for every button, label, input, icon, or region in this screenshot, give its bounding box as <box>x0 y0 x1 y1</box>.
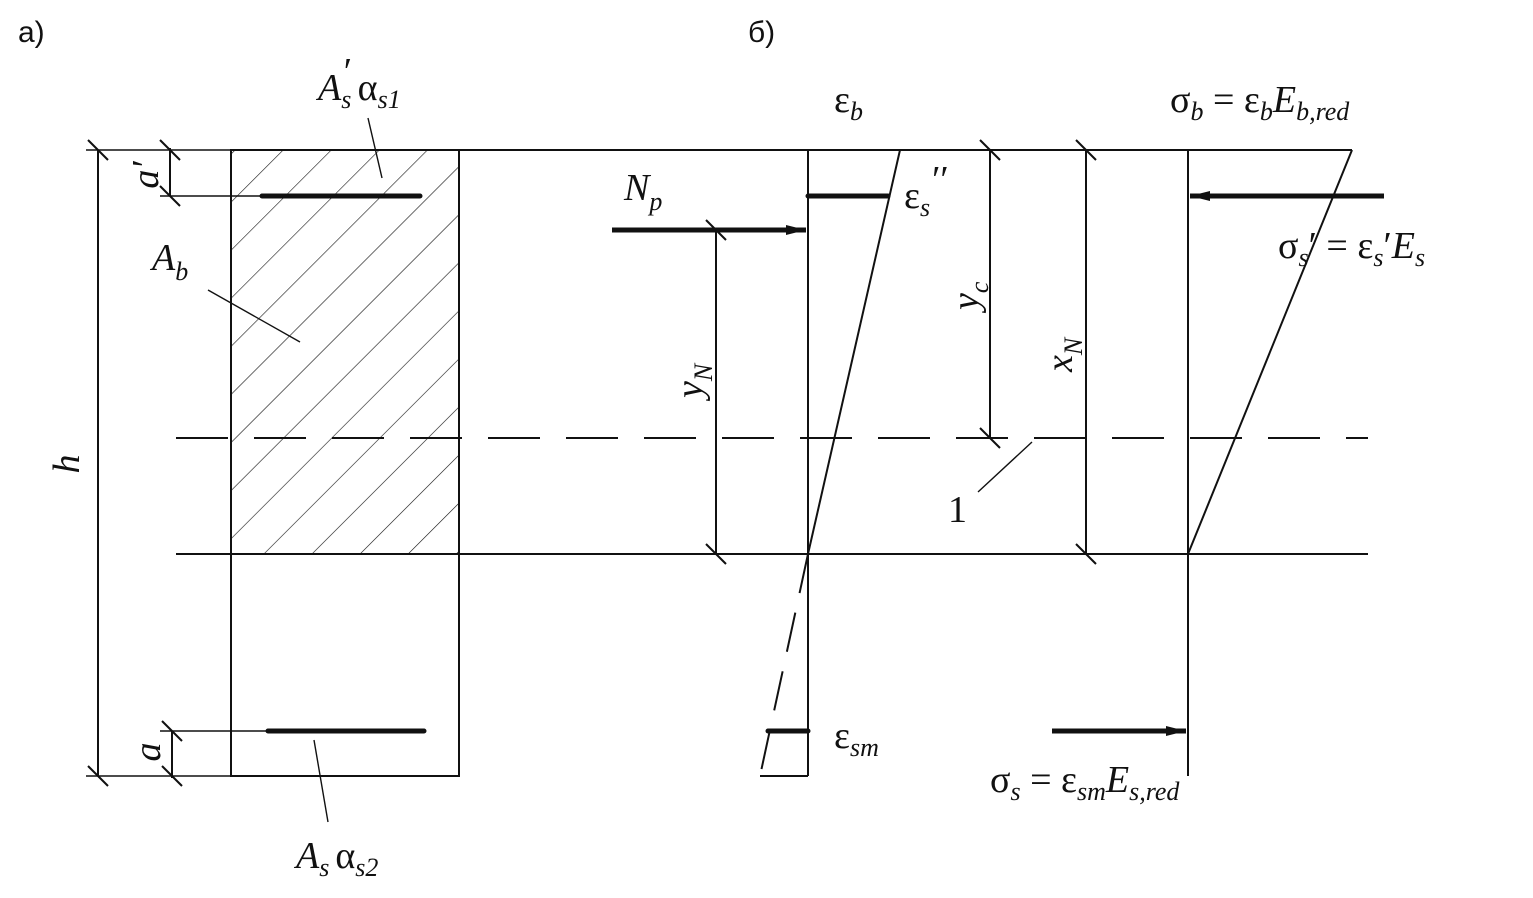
np-label: Np <box>623 167 662 216</box>
eps-b-label: εb <box>834 79 863 126</box>
sigma-s-top-label: σs′ = εs′Es <box>1278 225 1425 272</box>
panel-label-b: б) <box>748 16 775 49</box>
leader-ab <box>207 289 301 343</box>
axis-1-label: 1 <box>948 489 967 531</box>
sigma-b-label: σb = εbEb,red <box>1170 79 1350 126</box>
as-top-label: As′αs1 <box>315 51 401 114</box>
cross-section <box>230 149 460 777</box>
strain-profile-extension <box>759 553 809 777</box>
yc-label: yc <box>945 281 994 314</box>
strain-profile-line <box>807 149 901 555</box>
xn-label: xN <box>1039 336 1088 373</box>
dimension-a-prime: a′ <box>125 139 262 207</box>
dimension-yc: yc <box>945 139 1001 449</box>
a-label: a <box>127 743 169 762</box>
h-label: h <box>46 455 88 474</box>
dimension-yn: yN <box>669 219 727 565</box>
leader-as-top <box>367 117 383 179</box>
a-prime-label: a′ <box>125 161 167 189</box>
stress-profile-line <box>1187 149 1353 555</box>
dimension-h: h <box>46 139 231 787</box>
compression-zone-hatch <box>232 150 458 554</box>
section-outline <box>230 149 460 777</box>
sigma-s-label: σs = εsmEs,red <box>990 759 1180 806</box>
yn-label: yN <box>669 362 718 402</box>
eps-s-top-label: εs′′ <box>904 159 949 222</box>
strain-diagram <box>759 149 901 777</box>
leader-as-bottom <box>313 739 329 823</box>
leader-axis-1 <box>977 441 1033 493</box>
eps-sm-label: εsm <box>834 715 879 762</box>
stress-diagram <box>1187 149 1353 776</box>
dimension-xn: xN <box>1039 139 1097 565</box>
dimension-a: a <box>127 720 268 787</box>
ab-label: Ab <box>149 237 188 286</box>
panel-label-a: а) <box>18 16 45 49</box>
